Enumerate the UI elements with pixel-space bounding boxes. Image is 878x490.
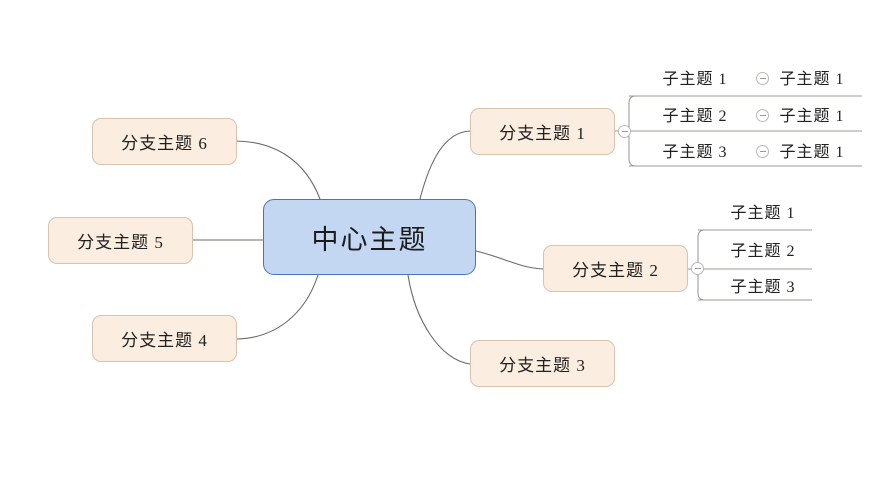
sub-topic-b1-3-child-label: 子主题 1 [779, 144, 845, 161]
branch-topic-2-label: 分支主题 2 [572, 261, 659, 280]
branch-topic-4-label: 分支主题 4 [121, 331, 208, 350]
connector-center-branch3 [407, 274, 471, 365]
branch-topic-6[interactable]: 分支主题 6 [92, 118, 237, 165]
bracket-branch1 [628, 95, 645, 167]
connector-center-branch4 [236, 274, 319, 340]
branch-topic-3[interactable]: 分支主题 3 [470, 340, 615, 387]
sub-topic-b2-1-label: 子主题 1 [730, 205, 796, 222]
branch-topic-5-label: 分支主题 5 [77, 233, 164, 252]
sub-topic-b2-1[interactable]: 子主题 1 [713, 198, 813, 224]
collapse-toggle-icon-branch2[interactable] [691, 262, 704, 275]
sub-topic-b2-3[interactable]: 子主题 3 [713, 272, 813, 298]
sub-topic-b1-2[interactable]: 子主题 2 [645, 101, 745, 127]
sub-topic-b1-2-label: 子主题 2 [662, 108, 728, 125]
collapse-toggle-icon-b1-child3[interactable] [756, 145, 769, 158]
sub-topic-b1-1[interactable]: 子主题 1 [645, 64, 745, 90]
branch-topic-4[interactable]: 分支主题 4 [92, 315, 237, 362]
connector-center-branch1 [419, 130, 471, 200]
sub-topic-b1-2-child[interactable]: 子主题 1 [762, 101, 862, 127]
connector-center-branch2 [475, 250, 544, 270]
collapse-toggle-icon-branch1[interactable] [618, 125, 631, 138]
sub-topic-b1-3[interactable]: 子主题 3 [645, 137, 745, 163]
connector-center-branch6 [236, 140, 321, 200]
sub-topic-b1-2-child-label: 子主题 1 [779, 108, 845, 125]
sub-topic-b1-3-label: 子主题 3 [662, 144, 728, 161]
branch-topic-1-label: 分支主题 1 [499, 124, 586, 143]
branch-topic-3-label: 分支主题 3 [499, 356, 586, 375]
sub-topic-b1-1-label: 子主题 1 [662, 71, 728, 88]
sub-topic-b1-3-child[interactable]: 子主题 1 [762, 137, 862, 163]
sub-topic-b2-2[interactable]: 子主题 2 [713, 236, 813, 262]
sub-topic-b2-3-label: 子主题 3 [730, 279, 796, 296]
collapse-toggle-icon-b1-child2[interactable] [756, 109, 769, 122]
branch-topic-2[interactable]: 分支主题 2 [543, 245, 688, 292]
center-topic-label: 中心主题 [311, 224, 428, 255]
center-topic-node[interactable]: 中心主题 [263, 199, 476, 275]
sub-topic-b1-1-child-label: 子主题 1 [779, 71, 845, 88]
branch-topic-5[interactable]: 分支主题 5 [48, 217, 193, 264]
sub-topic-b1-1-child[interactable]: 子主题 1 [762, 64, 862, 90]
collapse-toggle-icon-b1-child1[interactable] [756, 72, 769, 85]
sub-topic-b2-2-label: 子主题 2 [730, 243, 796, 260]
branch-topic-6-label: 分支主题 6 [121, 134, 208, 153]
branch-topic-1[interactable]: 分支主题 1 [470, 108, 615, 155]
